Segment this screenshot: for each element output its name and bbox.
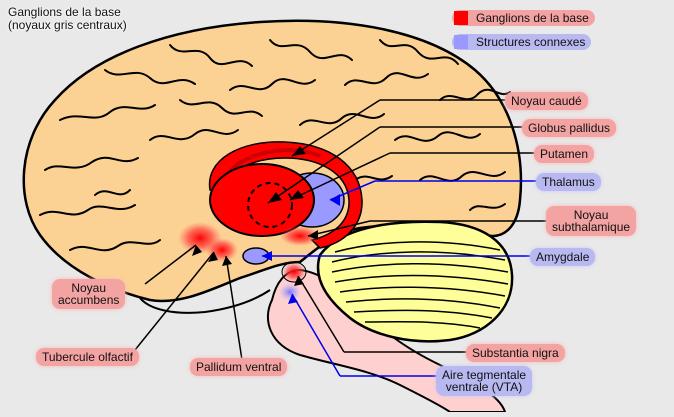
label-putamen: Putamen bbox=[534, 145, 595, 163]
legend-related-label: Structures connexes bbox=[476, 35, 586, 49]
vta bbox=[279, 283, 301, 301]
label-accumbens-line-1: Noyau bbox=[71, 281, 107, 295]
label-ventral-pallidum: Pallidum ventral bbox=[190, 358, 288, 376]
putamen bbox=[209, 163, 315, 237]
legend-related-structures: Structures connexes bbox=[452, 34, 592, 50]
label-subthalamic: Noyau subthalamique bbox=[546, 206, 637, 236]
label-globus-pallidus: Globus pallidus bbox=[522, 119, 617, 137]
leader-lines-black bbox=[134, 99, 546, 361]
legend-basal-ganglia-label: Ganglions de la base bbox=[476, 11, 589, 25]
temporal-lobe-edge bbox=[139, 289, 271, 314]
caudate-nucleus bbox=[208, 141, 363, 249]
arrow-heads-blue bbox=[262, 194, 340, 304]
cerebrum bbox=[22, 19, 523, 303]
label-caudate: Noyau caudé bbox=[505, 92, 588, 110]
diagram-title: Ganglions de la base (noyaux gris centra… bbox=[8, 6, 127, 32]
label-subthalamic-line-1: Noyau bbox=[573, 208, 609, 222]
title-line-2: (noyaux gris centraux) bbox=[8, 18, 127, 32]
globus-pallidus bbox=[247, 182, 293, 228]
title-line-1: Ganglions de la base bbox=[8, 5, 121, 19]
label-subthalamic-line-2: subthalamique bbox=[552, 220, 631, 234]
label-accumbens: Noyau accumbens bbox=[52, 279, 126, 309]
label-vta: Aire tegmentale ventrale (VTA) bbox=[436, 366, 533, 396]
label-vta-line-2: ventrale (VTA) bbox=[445, 380, 523, 394]
label-accumbens-line-2: accumbens bbox=[58, 293, 120, 307]
subthalamic-nucleus bbox=[280, 226, 320, 246]
legend-swatch-blue bbox=[454, 35, 468, 49]
label-thalamus: Thalamus bbox=[536, 173, 601, 191]
label-substantia-nigra: Substantia nigra bbox=[466, 344, 565, 362]
arrow-heads bbox=[192, 146, 318, 286]
label-amygdala: Amygdale bbox=[530, 248, 596, 266]
label-vta-line-1: Aire tegmentale bbox=[442, 368, 527, 382]
label-olfactory-tubercle: Tubercule olfactif bbox=[36, 348, 139, 366]
legend-swatch-red bbox=[454, 11, 468, 25]
cerebellum bbox=[317, 220, 514, 343]
legend-basal-ganglia: Ganglions de la base bbox=[452, 10, 595, 26]
substantia-nigra bbox=[281, 261, 307, 283]
